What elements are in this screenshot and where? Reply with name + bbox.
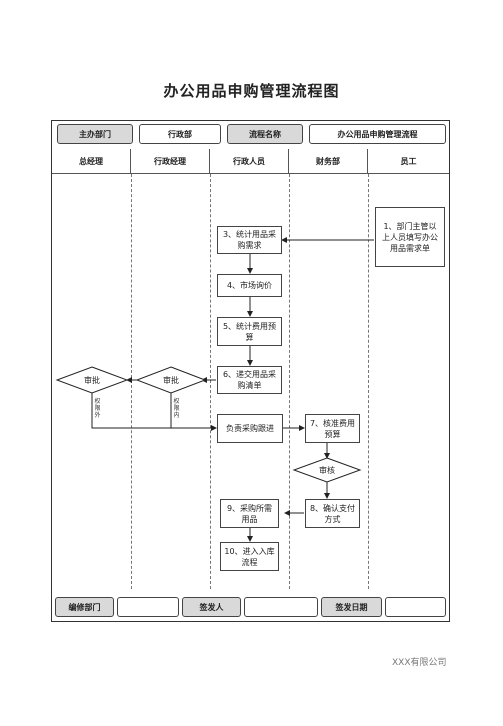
step-10-box: 10、进入入库流程 bbox=[220, 542, 279, 571]
decision-fin-diamond bbox=[292, 457, 362, 483]
footer-editor-value bbox=[117, 597, 179, 617]
follow-up-box: 负责采购跟进 bbox=[217, 414, 283, 443]
step-3-box: 3、统计用品采购需求 bbox=[217, 226, 282, 254]
lane-header-admin-staff: 行政人员 bbox=[210, 149, 289, 174]
header-dept-label: 主办部门 bbox=[57, 124, 133, 144]
lane-header-finance: 财务部 bbox=[289, 149, 368, 174]
decision-gm-label: 审批 bbox=[84, 376, 100, 385]
lane-divider bbox=[289, 174, 290, 589]
step-8-box: 8、确认支付方式 bbox=[305, 499, 360, 528]
lane-divider bbox=[210, 174, 211, 589]
footer-signer-value bbox=[244, 597, 318, 617]
header-process-value: 办公用品申购管理流程 bbox=[309, 124, 446, 144]
step-6-box: 6、递交用品采购清单 bbox=[217, 366, 282, 394]
lane-divider bbox=[368, 174, 369, 589]
footer-signer-label: 签发人 bbox=[182, 597, 241, 617]
step-7-box: 7、核准费用预算 bbox=[305, 414, 360, 443]
decision-am-label: 审批 bbox=[163, 376, 179, 385]
step-5-box: 5、统计费用预算 bbox=[217, 317, 282, 346]
header-dept-value: 行政部 bbox=[139, 124, 221, 144]
lane-header-general-manager: 总经理 bbox=[52, 149, 131, 174]
step-1-box: 1、部门主管以上人员填写办公用品需求单 bbox=[375, 207, 445, 267]
decision-fin-label: 审核 bbox=[319, 466, 335, 475]
decision-am-diamond bbox=[135, 366, 207, 394]
footer-date-label: 签发日期 bbox=[321, 597, 382, 617]
flowchart-frame bbox=[51, 120, 450, 622]
page-title: 办公用品申购管理流程图 bbox=[163, 82, 340, 100]
lane-header-admin-manager: 行政经理 bbox=[131, 149, 210, 174]
note-within-authority: 权限内 bbox=[173, 398, 180, 419]
header-process-label: 流程名称 bbox=[227, 124, 303, 144]
decision-gm-diamond bbox=[55, 366, 129, 394]
lane-header-employee: 员工 bbox=[368, 149, 449, 174]
footer-editor-label: 编修部门 bbox=[55, 597, 114, 617]
footer-date-value bbox=[385, 597, 446, 617]
step-9-box: 9、采购所需用品 bbox=[220, 499, 279, 528]
company-watermark: XXX有限公司 bbox=[392, 658, 447, 668]
note-out-of-authority: 权限外 bbox=[94, 398, 101, 419]
step-4-box: 4、市场询价 bbox=[217, 274, 282, 297]
